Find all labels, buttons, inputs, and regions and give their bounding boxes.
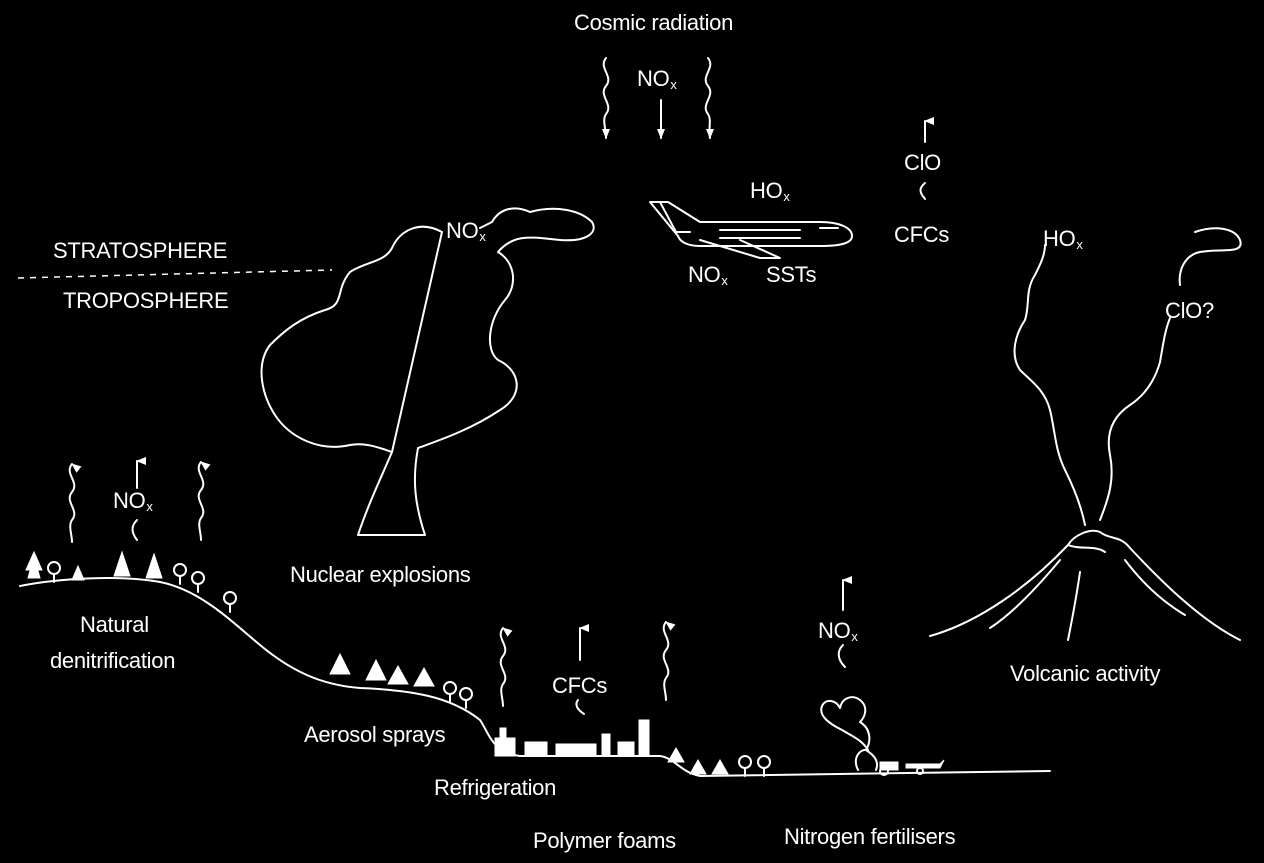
nox-text: NO [113,488,146,513]
nox-cosmic-label: NOx [637,66,677,92]
nox-subscript: x [851,629,858,644]
volcano-icon [929,227,1242,641]
cfcs-strat-label: CFCs [894,222,950,247]
hox-text: HO [750,178,783,203]
factory-icon [494,719,650,757]
polymer-foams-label: Polymer foams [533,828,676,853]
nox-fertiliser-label: NOx [818,618,858,644]
nox-text: NO [637,66,670,91]
nox-nuclear-label: NOx [446,218,486,244]
tractor-icon [820,696,945,776]
cfc-arrows [499,621,676,715]
nox-subscript: x [670,77,677,92]
hox-volcano-label: HOx [1043,226,1083,252]
cfcs-industry-label: CFCs [552,673,608,698]
nuclear-explosions-label: Nuclear explosions [290,562,471,587]
nox-subscript: x [146,499,153,514]
fertiliser-nox-arrow [837,576,852,668]
nox-text: NO [818,618,851,643]
nitrogen-fertilisers-label: Nitrogen fertilisers [784,824,956,849]
mushroom-cloud-icon [260,207,595,536]
nox-text: NO [446,218,479,243]
nox-subscript: x [721,273,728,288]
hox-text: HO [1043,226,1076,251]
troposphere-label: TROPOSPHERE [63,288,229,313]
stratosphere-label: STRATOSPHERE [53,238,228,263]
hox-sst-label: HOx [750,178,790,204]
nox-natural-label: NOx [113,488,153,514]
hox-subscript: x [1076,237,1083,252]
hox-subscript: x [783,189,790,204]
tropopause-line [17,269,333,279]
refrigeration-label: Refrigeration [434,775,557,800]
tree-icon [25,550,237,613]
clo-arrow [919,117,934,200]
volcanic-activity-label: Volcanic activity [1010,661,1161,686]
nox-text: NO [688,262,721,287]
clo-question-label: ClO? [1165,298,1214,323]
cosmic-radiation-label: Cosmic radiation [574,10,734,35]
tree-icon [667,746,771,777]
airplane-icon [649,201,853,259]
tree-icon [329,652,473,709]
natural-nox-arrows [68,457,211,543]
cosmic-radiation-arrows [602,57,714,139]
clo-label: ClO [904,150,941,175]
nox-sst-label: NOx [688,262,728,288]
ground-line [19,577,1051,777]
aerosol-sprays-label: Aerosol sprays [304,722,446,747]
nox-subscript: x [479,229,486,244]
sst-label: SSTs [766,262,817,287]
denitrification-label: denitrification [50,648,176,673]
natural-label: Natural [80,612,149,637]
